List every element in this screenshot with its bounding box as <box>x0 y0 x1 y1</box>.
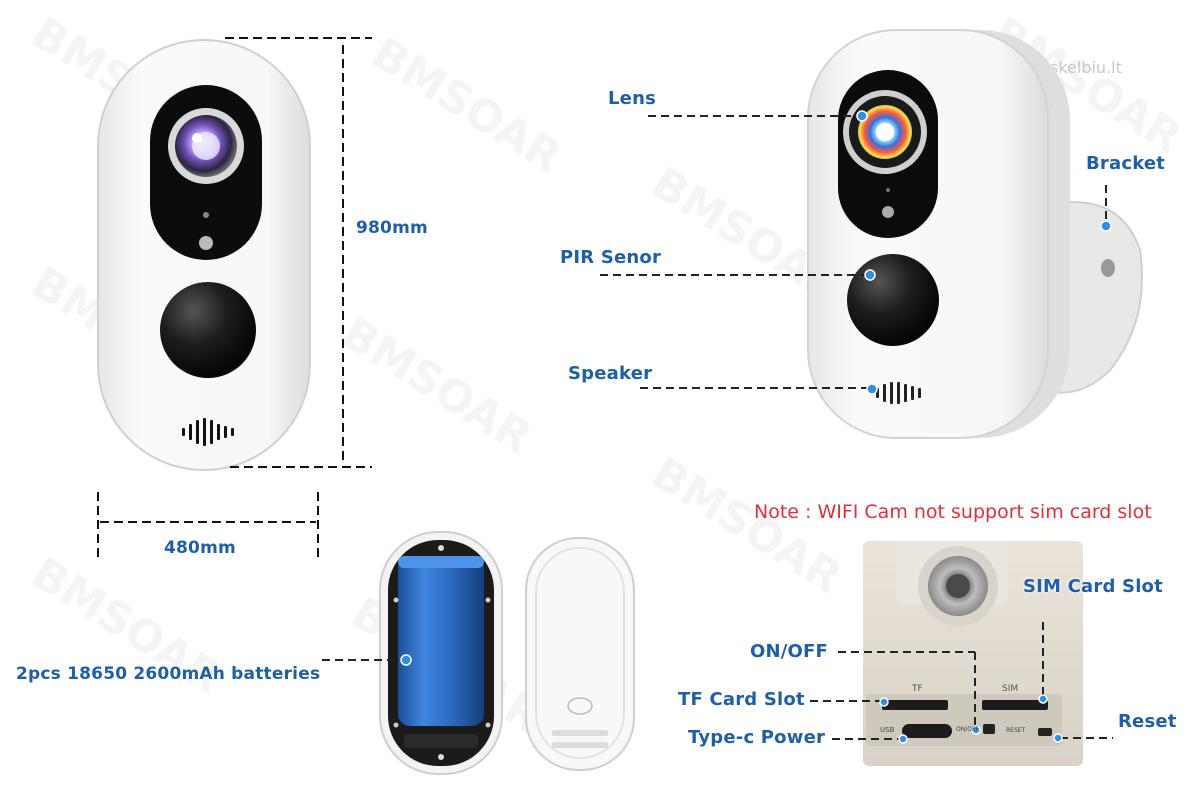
battery-compartment <box>379 531 503 775</box>
callout-dots-top <box>856 110 1112 395</box>
dimension-lines <box>97 37 372 560</box>
front-camera <box>97 39 311 471</box>
sim-slot-label: SIM Card Slot <box>1023 576 1163 597</box>
reset-label: Reset <box>1118 711 1177 732</box>
speaker-grille-side <box>876 382 921 404</box>
leader-lines-top <box>600 115 1107 389</box>
on-off-label: ON/OFF <box>750 641 829 662</box>
lens-label: Lens <box>608 88 657 109</box>
port-marking-sim: SIM <box>1002 684 1019 694</box>
note-text: Note : WIFI Cam not support sim card slo… <box>754 501 1152 523</box>
angled-camera <box>807 29 1143 439</box>
tf-slot-label: TF Card Slot <box>678 689 805 710</box>
height-dimension-label: 980mm <box>356 218 428 238</box>
speaker-label: Speaker <box>568 363 653 384</box>
width-dimension-label: 480mm <box>164 538 236 558</box>
battery-dot <box>400 654 412 666</box>
port-marking-onoff: ON/OFF <box>956 726 979 733</box>
port-marking-usb: USB <box>880 726 895 734</box>
speaker-grille-front <box>182 418 234 446</box>
port-marking-reset: RESET <box>1006 727 1026 734</box>
pir-sensor-label: PIR Senor <box>560 247 662 268</box>
type-c-label: Type-c Power <box>688 727 826 748</box>
site-watermark: skelbiu.lt <box>1050 58 1122 77</box>
battery-cover <box>525 537 635 771</box>
callout-dots-ports <box>879 694 1063 744</box>
batteries-label: 2pcs 18650 2600mAh batteries <box>16 664 321 684</box>
port-marking-tf: TF <box>912 684 923 694</box>
bracket-label: Bracket <box>1086 153 1166 174</box>
leader-lines-ports <box>810 622 1113 740</box>
port-panel <box>863 541 1083 766</box>
